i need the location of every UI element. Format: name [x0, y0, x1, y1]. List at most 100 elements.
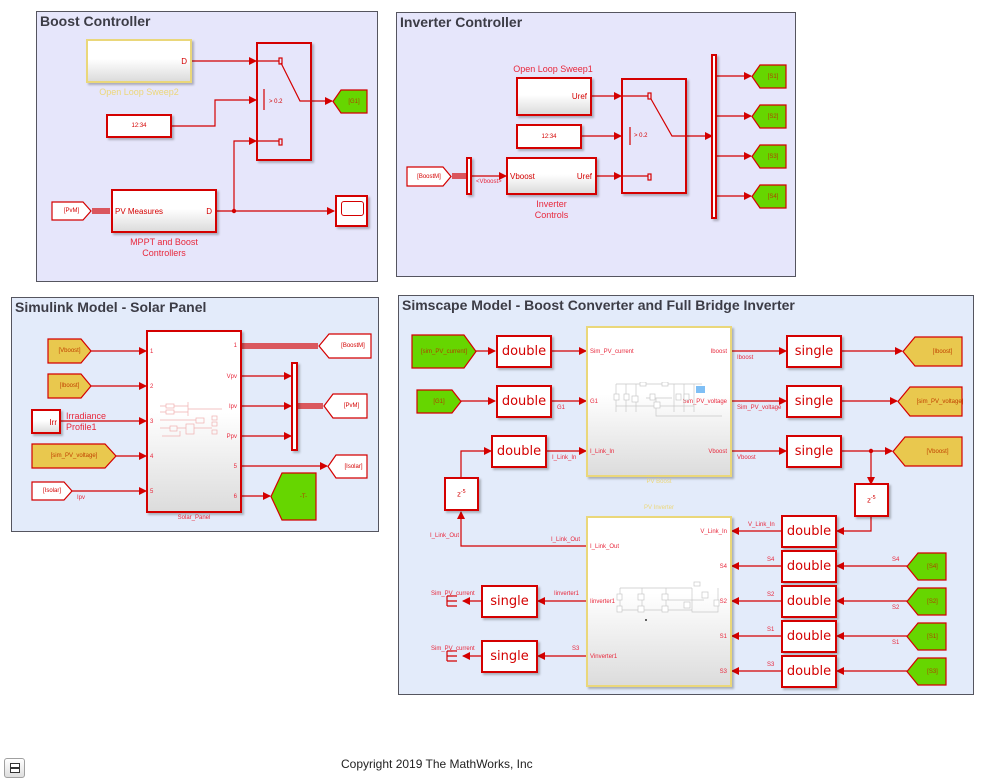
convert-double-block[interactable]: double — [496, 385, 552, 418]
demux-block[interactable] — [711, 54, 717, 219]
from-s1[interactable]: [S1] — [906, 622, 947, 651]
out-port: 6 — [233, 494, 237, 500]
block-label: Inverter Controls — [506, 199, 597, 221]
signal-label: S3 — [572, 646, 580, 652]
constant-block[interactable]: 12:34 — [516, 124, 582, 149]
convert-label: single — [794, 444, 834, 459]
signal-label: I_Link_In — [552, 455, 577, 461]
right-port: S2 — [719, 599, 727, 605]
delay-z: z — [457, 490, 461, 499]
goto-iboost[interactable]: [Iboost] — [902, 336, 963, 367]
right-port: V_Link_In — [700, 529, 727, 535]
signal-label: Iinverter1 — [554, 591, 580, 597]
goto-vboost[interactable]: [Vboost] — [892, 436, 963, 467]
from-tag-label: [S2] — [927, 598, 938, 605]
right-port: S4 — [719, 564, 727, 570]
convert-double-block[interactable]: double — [496, 335, 552, 368]
minus-icon — [11, 767, 19, 769]
from-tag-label: [sim_PV_voltage] — [50, 453, 98, 459]
port-label: PV Measures — [115, 207, 164, 216]
from-vboost[interactable]: [Vboost] — [47, 338, 92, 364]
signal-label: <Vboost> — [476, 179, 502, 185]
convert-double-block[interactable]: double — [781, 515, 837, 548]
switch-block[interactable]: > 0.2 — [256, 42, 312, 161]
goto-tag-label: [G1] — [348, 98, 360, 105]
out-port: Sim_PV_voltage — [682, 399, 727, 405]
goto-tag-label: [S1] — [767, 73, 779, 80]
signal-label: I_Link_Out — [551, 537, 581, 543]
goto-pvm[interactable]: [PvM] — [323, 393, 368, 419]
convert-double-block[interactable]: double — [491, 435, 547, 468]
convert-single-block[interactable]: single — [481, 640, 538, 673]
irradiance-profile-block[interactable]: Irr — [31, 409, 61, 434]
from-isolar[interactable]: [Isolar] — [31, 481, 73, 501]
in-port: 4 — [150, 454, 154, 460]
constant-value: 12:34 — [541, 133, 557, 140]
bus-creator[interactable] — [291, 362, 298, 451]
goto-s4[interactable]: [S4] — [751, 184, 787, 209]
signal-label: G1 — [557, 405, 566, 411]
signal-label: Sim_PV_voltage — [737, 405, 782, 411]
switch-block[interactable]: > 0.2 — [621, 78, 687, 194]
from-pvm[interactable]: [PvM] — [51, 201, 92, 221]
from-tag-label: [sim_PV_current] — [420, 348, 468, 355]
goto-tag-label: [BoostM] — [341, 343, 365, 349]
from-sim-pv-voltage[interactable]: [sim_PV_voltage] — [31, 443, 117, 469]
convert-double-block[interactable]: double — [781, 550, 837, 583]
convert-single-block[interactable]: single — [786, 435, 842, 468]
block-label: Solar_Panel — [177, 515, 211, 521]
goto-s1[interactable]: [S1] — [751, 64, 787, 89]
convert-single-block[interactable]: single — [786, 335, 842, 368]
bus-selector[interactable] — [466, 157, 472, 195]
goto-g1[interactable]: [G1] — [332, 89, 368, 114]
convert-single-block[interactable]: single — [481, 585, 538, 618]
in-port: G1 — [590, 399, 599, 405]
open-loop-sweep2-block[interactable]: D — [86, 39, 192, 83]
pv-boost-subsystem[interactable]: Sim_PV_current G1 I_Link_In Iboost Sim_P… — [586, 326, 732, 477]
convert-label: double — [786, 524, 832, 539]
area-inverter-controller[interactable]: Inverter Controller — [396, 12, 796, 277]
inverter-controls-block[interactable]: Vboost Uref — [506, 157, 597, 195]
from-sim-pv-current[interactable]: [sim_PV_current] — [411, 334, 477, 369]
pv-inverter-subsystem[interactable]: I_Link_Out Iinverter1 Vinverter1 V_Link_… — [586, 516, 732, 687]
from-tag-label: [Vboost] — [58, 348, 81, 354]
from-s4[interactable]: [S4] — [906, 552, 947, 581]
mppt-boost-controllers-block[interactable]: PV Measures D — [111, 189, 217, 233]
out-port: Vpv — [226, 374, 237, 380]
solar-panel-subsystem[interactable]: 1 2 3 4 5 1 Vpv Ipv Ppv 5 6 — [146, 330, 242, 513]
port-label: D — [206, 207, 212, 216]
open-loop-sweep1-block[interactable]: Uref — [516, 77, 592, 116]
from-iboost[interactable]: [Iboost] — [47, 373, 92, 399]
goto-s3[interactable]: [S3] — [751, 144, 787, 169]
from-boostm[interactable]: [BoostM] — [406, 166, 452, 187]
area-title: Boost Controller — [40, 13, 151, 29]
delay-block[interactable]: z-5 — [444, 477, 479, 511]
block-label-line1: Inverter — [536, 199, 567, 209]
convert-double-block[interactable]: double — [781, 585, 837, 618]
from-tag-label: [S3] — [927, 668, 938, 675]
goto-tag-label: [S2] — [767, 113, 779, 120]
constant-value: 12:34 — [131, 123, 147, 129]
goto-s2[interactable]: [S2] — [751, 104, 787, 129]
convert-label: double — [786, 664, 832, 679]
from-g1[interactable]: [G1] — [416, 389, 462, 414]
block-label: Irradiance Profile1 — [66, 411, 106, 433]
from-s2[interactable]: [S2] — [906, 587, 947, 616]
constant-block[interactable]: 12:34 — [106, 114, 172, 138]
goto-isolar[interactable]: [Isolar] — [327, 454, 368, 479]
terminator-goto[interactable]: -T- — [270, 472, 317, 521]
delay-block[interactable]: z-5 — [854, 483, 889, 517]
goto-sim-pv-voltage[interactable]: [sim_PV_voltage] — [897, 386, 963, 417]
goto-boostm[interactable]: [BoostM] — [318, 333, 372, 359]
convert-double-block[interactable]: double — [781, 655, 837, 688]
block-label-line2: Controls — [534, 210, 569, 220]
scope-block[interactable] — [335, 195, 368, 227]
signal-label: Iboost — [737, 355, 754, 361]
convert-single-block[interactable]: single — [786, 385, 842, 418]
convert-double-block[interactable]: double — [781, 620, 837, 653]
from-tag-label: [Isolar] — [42, 488, 61, 494]
port-label: Uref — [571, 92, 587, 101]
from-s3[interactable]: [S3] — [906, 657, 947, 686]
collapse-button[interactable] — [4, 758, 25, 778]
from-tag-label: [PvM] — [63, 208, 80, 214]
